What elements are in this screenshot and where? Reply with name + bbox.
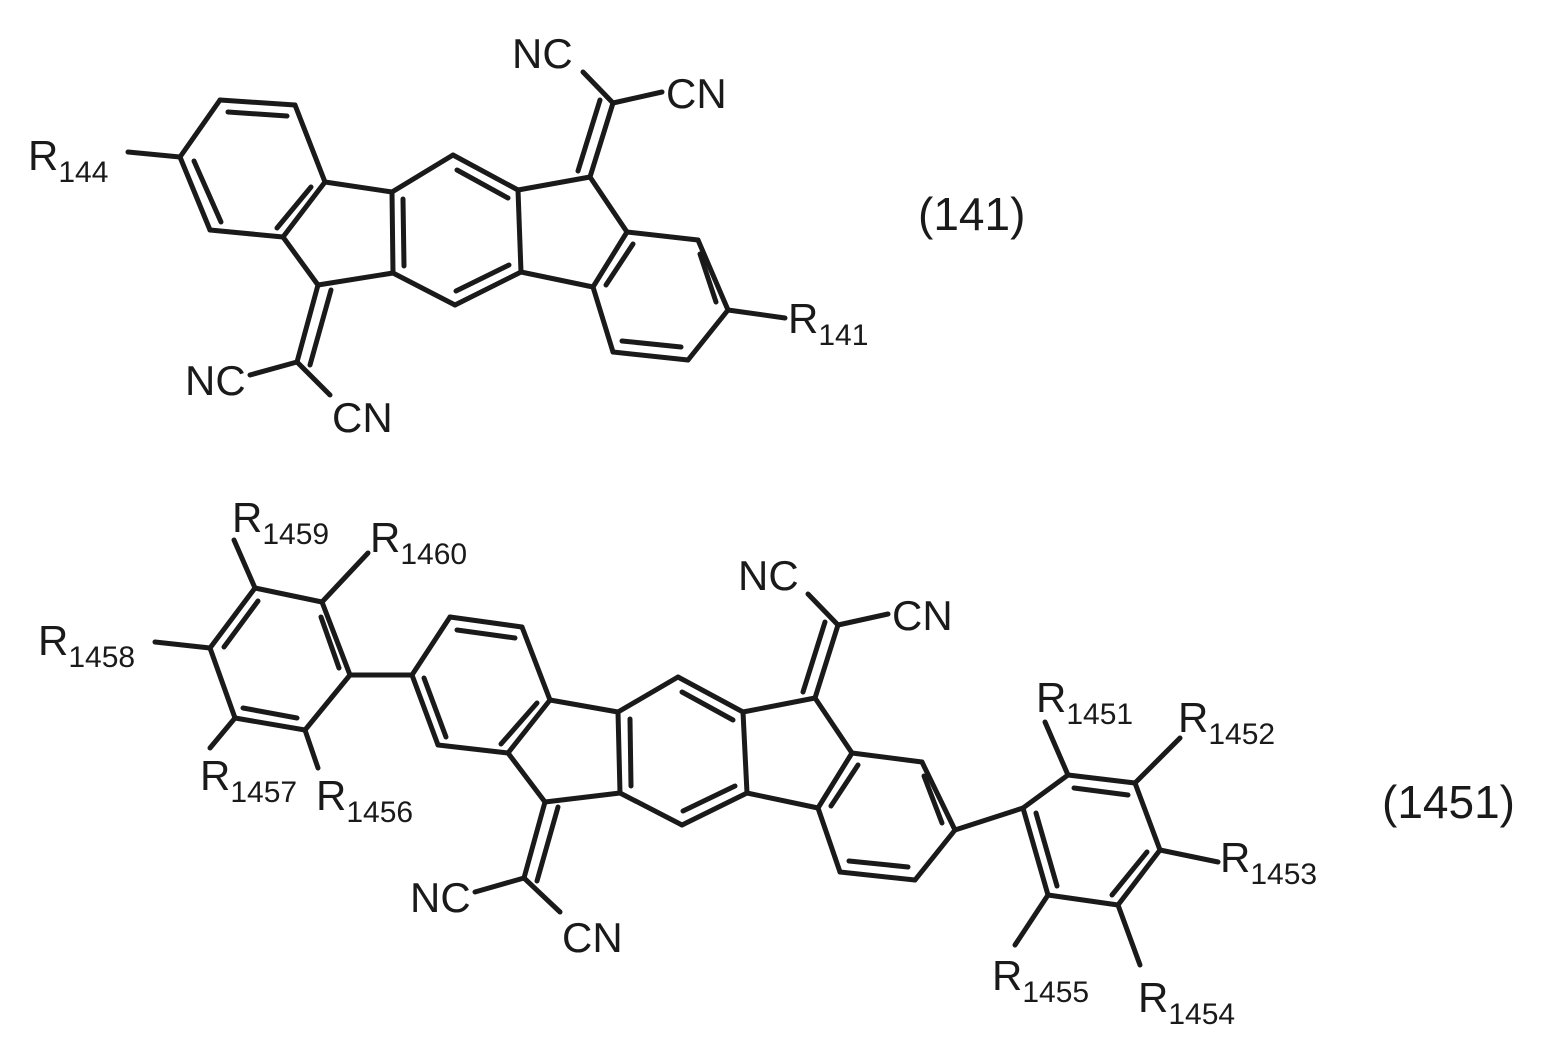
- nc-label-bottom-1451: NC: [410, 874, 471, 921]
- nc-label-top: NC: [512, 30, 573, 77]
- r1451-label: R1451: [1036, 674, 1133, 731]
- r144-label: R144: [28, 132, 108, 189]
- r1457-label: R1457: [200, 752, 297, 809]
- r1455-label: R1455: [992, 952, 1089, 1009]
- r1453-label: R1453: [1220, 834, 1317, 891]
- structure-141-bonds: [128, 72, 785, 395]
- r1460-label: R1460: [370, 514, 467, 571]
- nc-label-bottom: NC: [185, 357, 246, 404]
- equation-number-1451: (1451): [1382, 776, 1515, 828]
- nc-label-top-1451: NC: [738, 552, 799, 599]
- r1454-label: R1454: [1138, 974, 1235, 1031]
- cn-label-bottom-1451: CN: [562, 914, 623, 961]
- cn-label-top-1451: CN: [892, 592, 953, 639]
- cn-label-bottom: CN: [332, 394, 393, 441]
- structure-1451: R1459 R1460 R1458 R1457 R1456 R1451 R145…: [38, 494, 1515, 1031]
- r1452-label: R1452: [1178, 694, 1275, 751]
- structure-1451-bonds: [155, 540, 1218, 965]
- equation-number-141: (141): [918, 188, 1025, 240]
- structure-141: R144 R141 NC CN NC CN (141): [28, 30, 1025, 441]
- r1456-label: R1456: [316, 772, 413, 829]
- r1458-label: R1458: [38, 617, 135, 674]
- r1459-label: R1459: [232, 494, 329, 551]
- r141-label: R141: [788, 295, 868, 352]
- cn-label-top: CN: [666, 70, 727, 117]
